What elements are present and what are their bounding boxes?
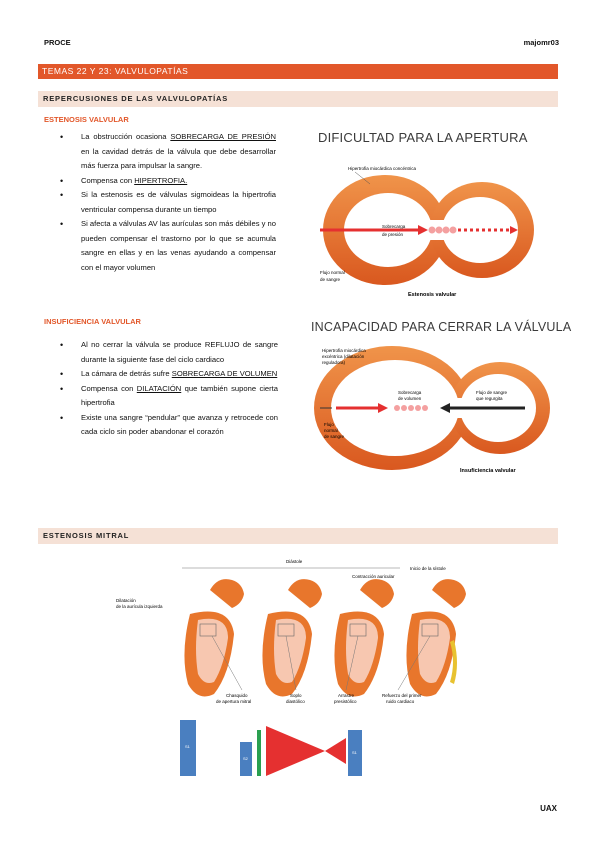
label-arrastre-2: presistólico bbox=[334, 699, 357, 704]
caption-insuficiencia: Insuficiencia valvular bbox=[460, 468, 516, 474]
heart-1 bbox=[184, 579, 244, 697]
arrow-head bbox=[378, 403, 388, 413]
label-dilatacion-2: de la aurícula izquierda bbox=[116, 604, 163, 609]
insufficiency-diagram: Hipertrofia miocárdica excéntrica (dilat… bbox=[314, 346, 550, 474]
label-hipertrofia-2: excéntrica (dilatación bbox=[322, 354, 365, 359]
label-hipertrofia: Hipertrofia miocárdica concéntrica bbox=[348, 166, 417, 171]
label-s1: S1 bbox=[352, 750, 358, 755]
heart-3 bbox=[334, 579, 394, 697]
label-contraccion: Contracción auricular bbox=[352, 574, 395, 579]
label-chasquido-1: Chasquido bbox=[226, 693, 248, 698]
valve-dots bbox=[428, 226, 457, 234]
heading-insuficiencia: INSUFICIENCIA VALVULAR bbox=[44, 317, 141, 326]
label-flujo-1: Flujo bbox=[324, 422, 334, 427]
list-item: Si afecta a válvulas AV las aurículas so… bbox=[60, 217, 276, 275]
heart-2 bbox=[262, 579, 322, 697]
section-bar-repercusiones: REPERCUSIONES DE LAS VALVULOPATÍAS bbox=[38, 91, 558, 107]
section-bar-mitral: ESTENOSIS MITRAL bbox=[38, 528, 558, 544]
label-sobrecarga-1: Sobrecarga bbox=[398, 390, 422, 395]
sound-s1-right bbox=[348, 730, 362, 776]
list-estenosis: La obstrucción ocasiona SOBRECARGA DE PR… bbox=[60, 130, 276, 275]
label-regurgita-2: que regurgita bbox=[476, 396, 503, 401]
list-item: La obstrucción ocasiona SOBRECARGA DE PR… bbox=[60, 130, 276, 174]
label-sobrecarga-2: de volumen bbox=[398, 396, 422, 401]
label-s1: S1 bbox=[185, 744, 191, 749]
label-flujo-1: Flujo normal bbox=[320, 270, 345, 275]
list-item: Compensa con DILATACIÓN que también supo… bbox=[60, 382, 278, 411]
label-flujo-3: de sangre bbox=[324, 434, 345, 439]
header-left: PROCE bbox=[44, 38, 71, 47]
list-insuficiencia: Al no cerrar la válvula se produce REFLU… bbox=[60, 338, 278, 440]
label-flujo-2: normal bbox=[324, 428, 338, 433]
arrow-head bbox=[510, 226, 518, 234]
heading-estenosis: ESTENOSIS VALVULAR bbox=[44, 115, 129, 124]
opening-snap bbox=[257, 730, 261, 776]
label-hipertrofia-3: reguladora) bbox=[322, 360, 346, 365]
list-item: Si la estenosis es de válvulas sigmoidea… bbox=[60, 188, 276, 217]
label-soplo-1: Soplo bbox=[290, 693, 302, 698]
list-item: La cámara de detrás sufre SOBRECARGA DE … bbox=[60, 367, 278, 382]
label-refuerzo-1: Refuerzo del primer bbox=[382, 693, 422, 698]
label-diastole: Diástole bbox=[286, 559, 303, 564]
label-dilatacion-1: Dilatación bbox=[116, 598, 136, 603]
stenosis-diagram: Hipertrofia miocárdica concéntrica Sobre… bbox=[320, 166, 534, 298]
list-item: Compensa con HIPERTROFIA. bbox=[60, 174, 276, 189]
label-s2: S2 bbox=[243, 756, 249, 761]
figure-top-title: DIFICULTAD PARA LA APERTURA bbox=[318, 130, 528, 145]
label-refuerzo-2: ruido cardiaco bbox=[386, 699, 415, 704]
presystolic-murmur bbox=[325, 738, 346, 764]
list-item: Existe una sangre “pendular” que avanza … bbox=[60, 411, 278, 440]
heart-4 bbox=[406, 579, 466, 697]
sound-s1-left bbox=[180, 720, 196, 776]
blood-dots bbox=[394, 405, 428, 411]
label-hipertrofia-1: Hipertrofia miocárdica bbox=[322, 348, 366, 353]
figure-bottom-title: INCAPACIDAD PARA CERRAR LA VÁLVULA bbox=[311, 320, 572, 334]
mitral-stenosis-diagram: Diástole Inicio de la sístole Contracció… bbox=[116, 559, 466, 776]
label-sobrecarga-2: de presión bbox=[382, 232, 404, 237]
arrow-head bbox=[440, 403, 450, 413]
footer: UAX bbox=[540, 804, 557, 813]
title-bar: TEMAS 22 Y 23: VALVULOPATÍAS bbox=[38, 64, 558, 79]
label-sobrecarga-1: Sobrecarga bbox=[382, 224, 406, 229]
label-regurgita-1: Flujo de sangre bbox=[476, 390, 508, 395]
label-chasquido-2: de apertura mitral bbox=[216, 699, 251, 704]
caption-estenosis: Estenosis valvular bbox=[408, 292, 457, 298]
label-flujo-2: de sangre bbox=[320, 277, 341, 282]
arrow-head bbox=[418, 225, 428, 235]
list-item: Al no cerrar la válvula se produce REFLU… bbox=[60, 338, 278, 367]
header-right: majomr03 bbox=[523, 38, 559, 47]
diastolic-murmur bbox=[266, 726, 325, 776]
label-soplo-2: diastólico bbox=[286, 699, 305, 704]
label-inicio-sistole: Inicio de la sístole bbox=[410, 566, 446, 571]
label-arrastre-1: Arrastre bbox=[338, 693, 355, 698]
sound-s2 bbox=[240, 742, 252, 776]
chamber-wall bbox=[323, 175, 534, 285]
